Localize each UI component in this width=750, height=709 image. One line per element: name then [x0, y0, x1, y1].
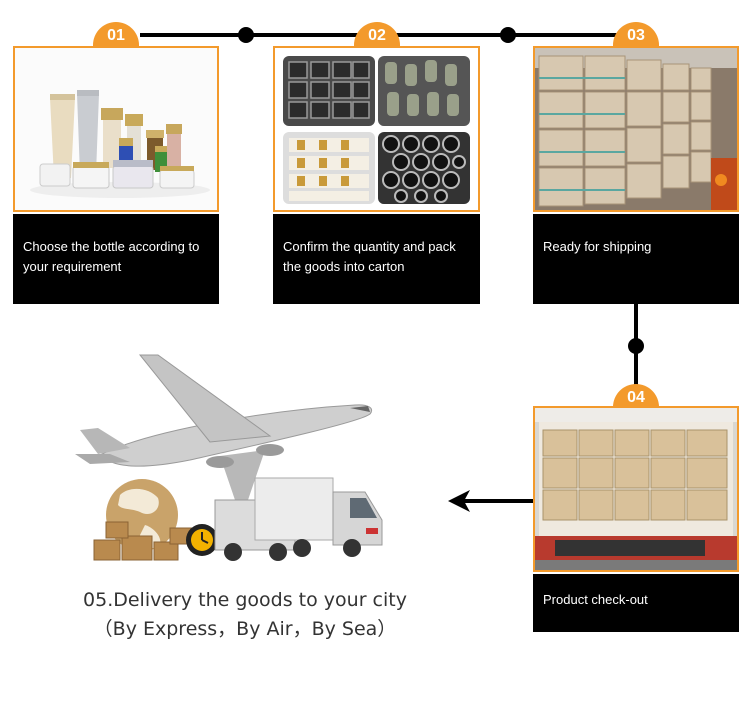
- packing-trays-image: [275, 48, 478, 210]
- step-badge-03: 03: [613, 22, 659, 48]
- connector-dot-3: [628, 338, 644, 354]
- connector-dot-1: [238, 27, 254, 43]
- step-caption-02: Confirm the quantity and pack the goods …: [273, 214, 480, 304]
- connector-dot-2: [500, 27, 516, 43]
- step-photo-02: [273, 46, 480, 212]
- step-photo-04: [533, 406, 739, 572]
- delivery-illustration: [70, 350, 390, 575]
- clock-icon: [186, 524, 218, 556]
- delivery-arrow-line: [462, 499, 533, 503]
- step-caption-01: Choose the bottle according to your requ…: [13, 214, 219, 304]
- step-caption-03: Ready for shipping: [533, 214, 739, 304]
- cosmetic-bottles-image: [15, 48, 217, 210]
- step-caption-04: Product check-out: [533, 574, 739, 632]
- step-photo-03: [533, 46, 739, 212]
- step-badge-01: 01: [93, 22, 139, 48]
- step-photo-01: [13, 46, 219, 212]
- delivery-caption-line2: （By Express，By Air，By Sea）: [60, 614, 430, 641]
- arrow-left-icon: [448, 490, 470, 512]
- delivery-caption-line1: 05.Delivery the goods to your city: [60, 589, 430, 611]
- container-cartons-image: [535, 408, 737, 570]
- stacked-cartons-image: [535, 48, 737, 210]
- step-badge-02: 02: [354, 22, 400, 48]
